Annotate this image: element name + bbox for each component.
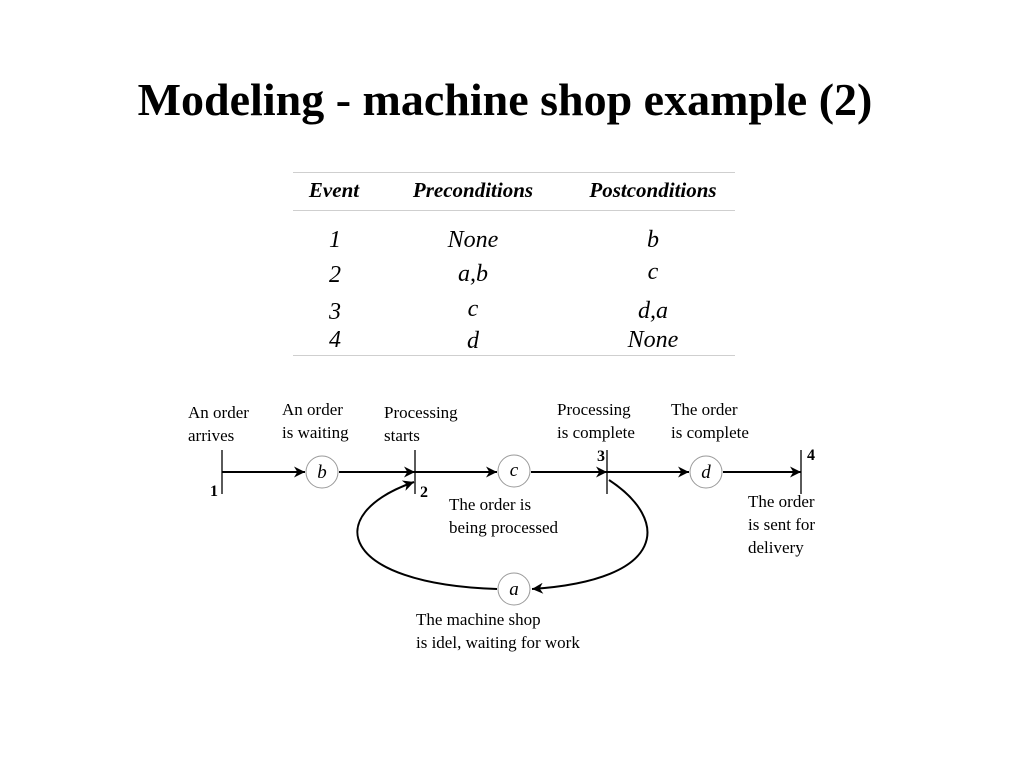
place-c: c: [497, 454, 531, 488]
row2-post: c: [647, 259, 659, 285]
label-order-arrives: An order arrives: [188, 401, 249, 447]
row4-pre: d: [467, 328, 479, 354]
row2-pre: a,b: [458, 261, 488, 287]
label-processing-starts: Processing starts: [384, 401, 458, 447]
header-postconditions: Postconditions: [589, 178, 717, 202]
transition-label-2: 2: [420, 484, 428, 501]
row4-post: None: [627, 327, 679, 353]
slide-title: Modeling - machine shop example (2): [137, 74, 873, 125]
place-a-label: a: [509, 579, 519, 600]
row4-event: 4: [329, 327, 341, 353]
row1-event: 1: [329, 227, 341, 253]
label-line: being processed: [449, 518, 559, 537]
label-sent-for-delivery: The order is sent for delivery: [748, 490, 815, 559]
label-line: delivery: [748, 538, 804, 557]
label-line: arrives: [188, 426, 235, 445]
header-preconditions: Preconditions: [412, 178, 534, 202]
arc-a-t2: [356, 480, 498, 590]
arc-t3-a: [531, 479, 649, 594]
label-line: is complete: [671, 423, 749, 442]
label-being-processed: The order is being processed: [449, 493, 558, 539]
place-d: d: [689, 455, 723, 489]
place-b-label: b: [317, 462, 327, 483]
label-line: An order: [188, 403, 249, 422]
place-c-label: c: [510, 460, 519, 481]
label-line: An order: [282, 400, 343, 419]
header-event: Event: [308, 178, 360, 202]
place-b: b: [305, 455, 339, 489]
label-line: The order: [671, 400, 738, 419]
label-line: The order is: [449, 495, 532, 514]
label-line: is complete: [557, 423, 635, 442]
transition-label-3: 3: [597, 448, 605, 465]
label-processing-complete: Processing is complete: [557, 398, 635, 444]
row3-event: 3: [329, 299, 341, 325]
label-line: Processing: [384, 403, 458, 422]
label-order-waiting: An order is waiting: [282, 398, 349, 444]
label-line: is idel, waiting for work: [416, 633, 580, 652]
table-bottom-rule: [293, 355, 735, 356]
row2-event: 2: [329, 262, 341, 288]
row1-post: b: [647, 227, 659, 253]
label-line: is waiting: [282, 423, 349, 442]
row3-pre: c: [467, 296, 479, 322]
transition-label-1: 1: [210, 483, 218, 500]
place-a: a: [497, 572, 531, 606]
label-shop-idle: The machine shop is idel, waiting for wo…: [416, 608, 580, 654]
row1-pre: None: [447, 227, 499, 253]
row3-post: d,a: [638, 298, 668, 324]
table-top-rule: [293, 172, 735, 173]
label-line: Processing: [557, 400, 631, 419]
label-line: The order: [748, 492, 815, 511]
table-header-rule: [293, 210, 735, 211]
transition-label-4: 4: [807, 447, 815, 464]
label-line: is sent for: [748, 515, 816, 534]
label-line: The machine shop: [416, 610, 541, 629]
label-order-complete: The order is complete: [671, 398, 749, 444]
label-line: starts: [384, 426, 420, 445]
place-d-label: d: [701, 462, 711, 483]
